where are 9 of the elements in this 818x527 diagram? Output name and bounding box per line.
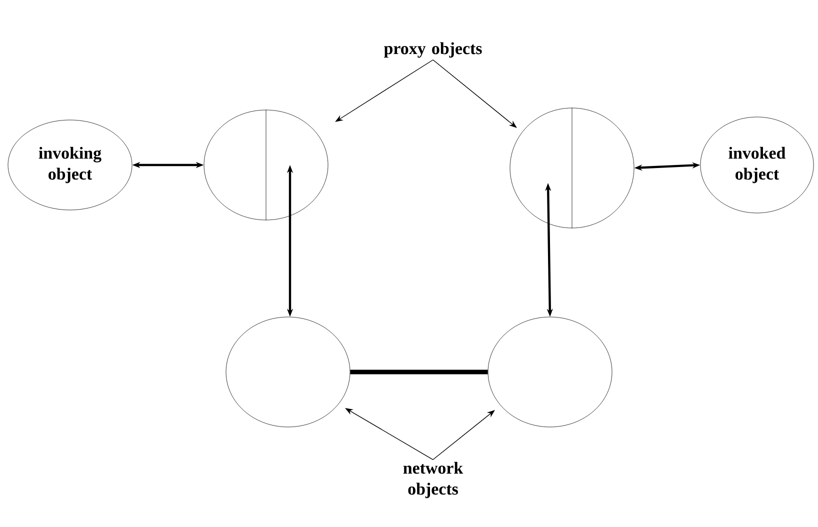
proxy-object-ellipse <box>510 108 634 228</box>
arrow <box>432 60 517 128</box>
arrow <box>432 410 495 460</box>
group-label: network objects <box>403 462 464 498</box>
proxy-object-ellipse <box>204 110 328 220</box>
group-label: proxy objects <box>384 42 482 58</box>
network-object-ellipse <box>488 316 612 428</box>
connector-line <box>350 370 488 374</box>
network-object-ellipse <box>226 316 350 428</box>
